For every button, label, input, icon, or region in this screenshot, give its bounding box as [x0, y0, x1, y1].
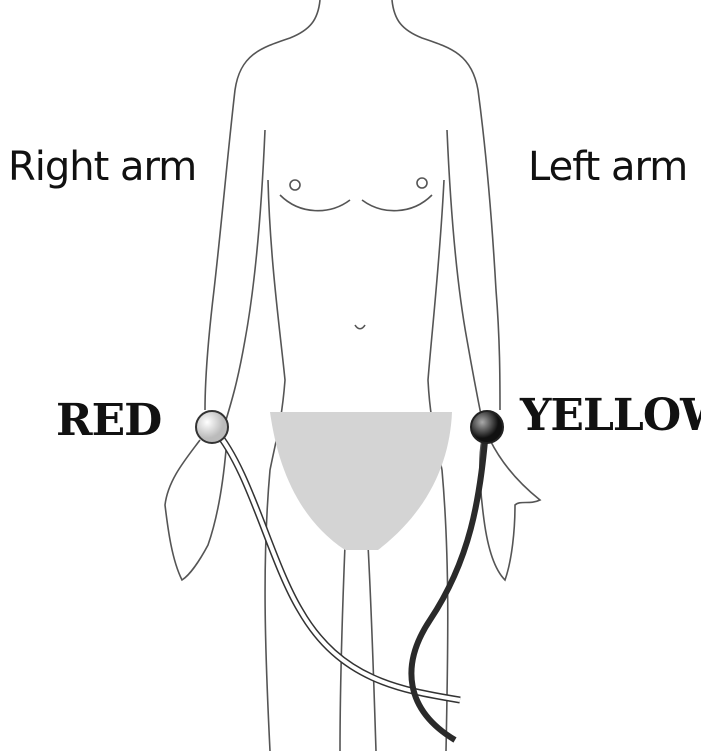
left-arm-label: Left arm: [528, 144, 688, 190]
yellow-cable: [408, 429, 489, 743]
yellow-electrode-label: YELLOW: [520, 390, 701, 441]
red-electrode-label: RED: [56, 395, 162, 446]
red-electrode: [195, 410, 229, 444]
red-cable: [213, 428, 461, 702]
body-outline: [164, 0, 542, 751]
right-arm-label: Right arm: [8, 144, 197, 190]
underwear-shading: [270, 412, 452, 550]
yellow-electrode: [470, 410, 504, 444]
